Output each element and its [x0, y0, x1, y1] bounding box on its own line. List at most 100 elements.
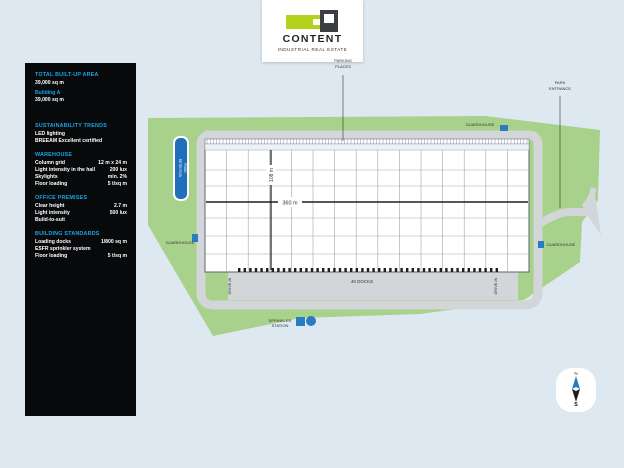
dock-door: [490, 268, 493, 272]
spec-row: Skylights min. 2%: [35, 174, 127, 181]
compass-rose: N S: [556, 368, 596, 412]
office-extra: Build-to-suit: [35, 217, 65, 223]
parking-stalls: [206, 139, 528, 144]
dock-door: [294, 268, 297, 272]
dock-door: [434, 268, 437, 272]
dock-door: [456, 268, 459, 272]
office-band: [204, 143, 530, 151]
perimeter-road: [196, 130, 543, 310]
retention-pond-label: POND: [183, 163, 187, 173]
dock-door: [344, 268, 347, 272]
dock-door: [445, 268, 448, 272]
dock-door: [411, 268, 414, 272]
dock-door: [327, 268, 330, 272]
spec-value: 12 m x 24 m: [98, 160, 127, 166]
spec-key: Floor loading: [35, 253, 68, 259]
depth-dimension-label-bg: [266, 165, 276, 185]
spec-key: Floor loading: [35, 181, 68, 187]
spec-value: 200 lux: [109, 167, 127, 173]
dock-door: [350, 268, 353, 272]
spec-row: Column grid 12 m x 24 m: [35, 160, 127, 167]
entrance-fork: [582, 188, 601, 235]
dock-door: [305, 268, 308, 272]
spec-value: 1/800 sq m: [100, 239, 127, 245]
dock-door: [243, 268, 246, 272]
dock-door: [478, 268, 482, 272]
spec-value: 500 lux: [109, 210, 127, 216]
sustainability-title: SUSTAINABILITY TRENDS: [35, 123, 107, 129]
dock-door: [277, 268, 280, 272]
standards-title: BUILDING STANDARDS: [35, 231, 100, 237]
spec-key: Loading docks: [35, 239, 71, 245]
dock-door: [355, 268, 358, 272]
warehouse-title: WAREHOUSE: [35, 152, 73, 158]
dock-door: [249, 268, 252, 272]
dock-door: [462, 268, 465, 272]
logo-title: CONTENT: [282, 33, 343, 45]
spec-value: 5 t/sq m: [107, 181, 127, 187]
spec-key: Column grid: [35, 160, 65, 166]
guardhouse-north: [500, 125, 508, 131]
dock-door: [406, 268, 409, 272]
dock-door: [366, 268, 370, 272]
access-road: [535, 207, 596, 229]
dock-apron: [228, 272, 518, 300]
dock-door: [310, 268, 314, 272]
total-area-title: TOTAL BUILT-UP AREA: [35, 72, 99, 78]
guardhouse-west-label: GUARDHOUSE: [166, 240, 195, 245]
dock-door: [372, 268, 375, 272]
dock-door: [288, 268, 291, 272]
dock-door: [428, 268, 431, 272]
spec-value: min. 2%: [107, 174, 127, 180]
sustainability-section: SUSTAINABILITY TRENDS LED lighting BREEA…: [35, 123, 127, 145]
warehouse-section: WAREHOUSE Column grid 12 m x 24 m Light i…: [35, 152, 127, 188]
guardhouse-west: [192, 234, 198, 242]
dock-doors: [238, 268, 498, 272]
dock-door: [299, 268, 302, 272]
dock-door: [361, 268, 364, 272]
dock-door: [400, 268, 403, 272]
dock-door: [260, 268, 263, 272]
standards-section: BUILDING STANDARDS Loading docks 1/800 sq…: [35, 231, 127, 260]
sprinkler-pump: [306, 316, 316, 326]
logo-mark-icon: [286, 10, 338, 32]
compass-arrow-icon: [572, 376, 580, 402]
sprinkler-tank: [296, 317, 305, 326]
guardhouse-east: [538, 241, 544, 248]
spec-row: Loading docks 1/800 sq m: [35, 239, 127, 246]
depth-dimension-label: 108 m: [269, 168, 275, 182]
company-logo: CONTENT INDUSTRIAL REAL ESTATE: [262, 0, 363, 62]
dock-door: [333, 268, 336, 272]
spec-value: 5 t/sq m: [107, 253, 127, 259]
office-title: OFFICE PREMISES: [35, 195, 88, 201]
width-dimension-label: 360 m: [282, 201, 298, 207]
dock-door: [450, 268, 454, 272]
width-dimension-label-bg: [278, 197, 302, 207]
specification-panel: TOTAL BUILT-UP AREA 39,000 sq m Building…: [25, 63, 136, 416]
total-area-value: 39,000 sq m: [35, 80, 64, 86]
dock-door: [254, 268, 258, 272]
dock-door: [322, 268, 325, 272]
drive-in-label-right: DRIVE-IN: [494, 277, 498, 294]
dock-door: [495, 268, 498, 272]
park-entrance-label: ENTRANCE: [549, 86, 571, 91]
guardhouse-north-label: GUARDHOUSE: [466, 122, 495, 127]
dock-door: [473, 268, 476, 272]
parking-label: PARKING: [334, 58, 352, 63]
spec-key: Skylights: [35, 174, 58, 180]
drive-in-label-left: DRIVE-IN: [228, 277, 232, 294]
spec-value: 2.7 m: [113, 203, 127, 209]
compass-south: S: [574, 402, 578, 408]
dock-door: [417, 268, 420, 272]
spec-row: ESFR sprinkler system: [35, 246, 127, 253]
dock-door: [338, 268, 342, 272]
dock-door: [266, 268, 269, 272]
building-label: Building A: [35, 90, 61, 96]
building-value: 39,000 sq m: [35, 97, 64, 103]
dock-door: [467, 268, 470, 272]
spec-key: Light intensity: [35, 210, 70, 216]
compass-north: N: [574, 371, 578, 376]
